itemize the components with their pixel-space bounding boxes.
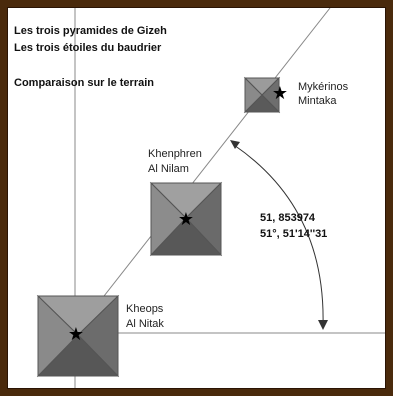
angle-decimal-value: 51, 853974 [260,212,316,224]
angle-arc [233,144,324,327]
diagram-canvas: ★ ★ ★ Les trois pyramides de Gizeh Les t… [7,7,386,389]
label-mykerinos: Mykérinos [298,81,349,93]
label-khephren: Khenphren [148,148,202,160]
label-al-nitak: Al Nitak [126,318,164,330]
heading-line-2: Les trois étoiles du baudrier [14,42,162,54]
star-al-nitak-icon: ★ [68,324,84,345]
angle-dms-value: 51°, 51'14''31 [260,228,328,240]
label-mintaka: Mintaka [298,95,337,107]
pyramid-kheops [36,294,120,378]
star-al-nilam-icon: ★ [178,209,194,230]
label-kheops: Kheops [126,303,164,315]
arc-arrow-top [230,140,240,149]
star-mintaka-icon: ★ [272,83,288,104]
arc-arrow-bottom [318,320,328,330]
heading-line-3: Comparaison sur le terrain [14,77,154,89]
alignment-diagonal-line [74,8,331,334]
pyramid-khephren [149,181,223,257]
pyramid-mykerinos [243,76,281,114]
label-al-nilam: Al Nilam [148,163,189,175]
heading-line-1: Les trois pyramides de Gizeh [14,25,167,37]
diagram-drawing: ★ ★ ★ [36,8,385,388]
